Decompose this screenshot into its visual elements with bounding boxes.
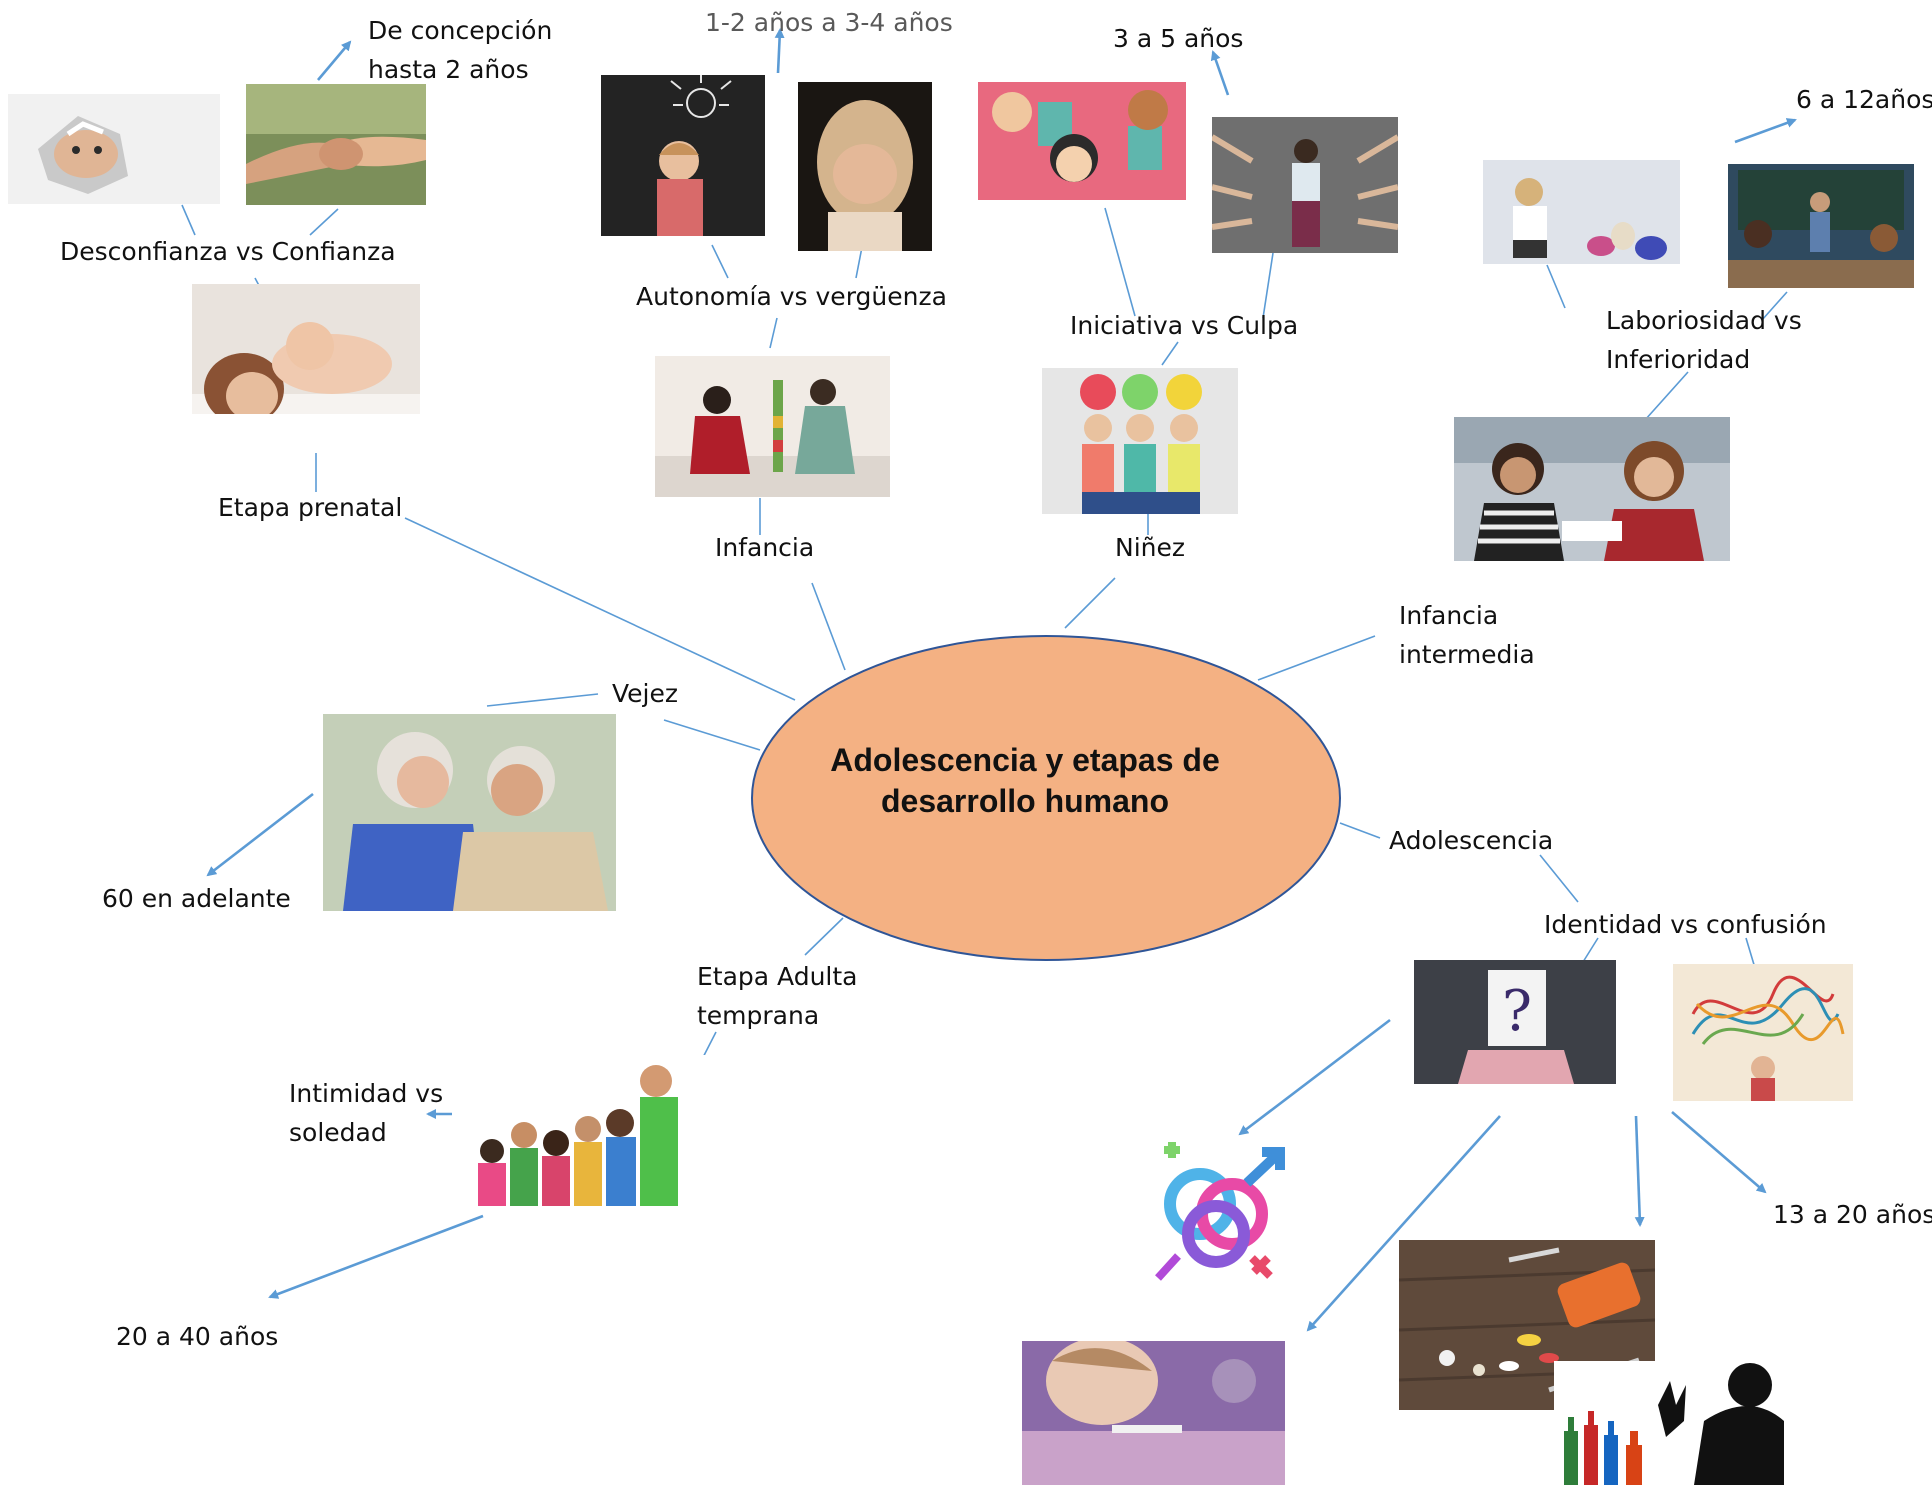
girl-knitting-photo [1483,160,1680,264]
label-age-adulta: 20 a 40 años [116,1322,279,1351]
label-stage-infancia: Infancia [715,533,815,562]
label-stage-adolescencia: Adolescencia [1389,826,1554,855]
label-stage-adulta: Etapa Adulta temprana [697,962,858,1030]
svg-text:?: ? [1502,979,1532,1044]
girl-hiding-face-photo [798,82,932,251]
label-conflict-ninez: Iniciativa vs Culpa [1070,311,1299,340]
question-mark-sign-photo: ? [1414,960,1616,1084]
label-age-ninez: 3 a 5 años [1113,24,1244,53]
pointing-fingers-photo [1212,117,1398,253]
label-age-infancia: 1-2 años a 3-4 años [705,8,953,37]
label-age-adolescencia: 13 a 20 años [1773,1200,1932,1229]
pregnancy-test-photo [1022,1341,1285,1485]
cartoon-kids-ideas-photo [978,82,1186,200]
label-conflict-prenatal: Desconfianza vs Confianza [60,237,396,266]
child-lightbulb-photo [601,75,765,236]
label-age-vejez: 60 en adelante [102,884,291,913]
elderly-couple-photo [323,714,616,911]
tangled-thoughts-photo [1673,964,1853,1101]
kids-playing-blocks-photo [655,356,890,497]
central-topic-title: Adolescencia y etapas de desarrollo huma… [830,742,1220,819]
label-stage-vejez: Vejez [612,679,678,708]
baby-peek-photo [8,94,220,204]
label-conflict-adolescencia: Identidad vs confusión [1544,910,1827,939]
label-conflict-infancia: Autonomía vs vergüenza [636,282,947,311]
schoolgirls-photo [1454,417,1730,561]
label-conflict-adulta: Intimidad vs soledad [289,1079,444,1147]
label-stage-intermedia: Infancia intermedia [1399,601,1535,669]
label-age-prenatal: De concepción hasta 2 años [368,16,553,84]
label-stage-prenatal: Etapa prenatal [218,493,403,522]
label-stage-ninez: Niñez [1115,533,1185,562]
kids-balloons-photo [1042,368,1238,514]
alcohol-silhouette-photo [1554,1361,1784,1485]
label-age-intermedia: 6 a 12años [1796,85,1932,114]
mother-baby-photo [192,284,420,446]
label-conflict-intermedia: Laboriosidad vs Inferioridad [1606,306,1802,374]
young-adults-group-photo [452,1055,720,1206]
gender-symbols-icon [1142,1138,1294,1290]
classroom-photo [1728,164,1914,288]
holding-hands-photo [246,84,426,205]
